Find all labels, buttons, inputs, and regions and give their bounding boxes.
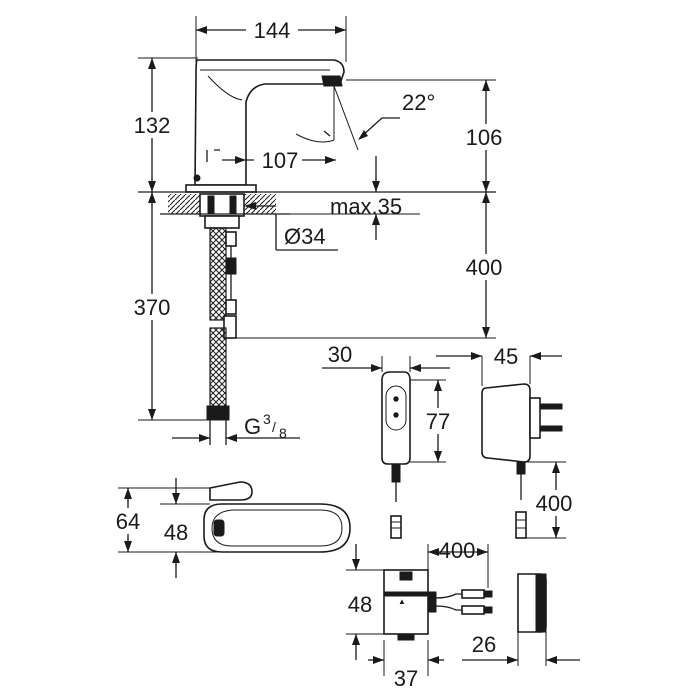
control-box: ▲ 400 48 37 [346, 538, 493, 691]
sensor-dot [193, 174, 201, 182]
dim-battery-30: 30 [328, 342, 352, 367]
battery-plug [391, 463, 401, 483]
cable-end [223, 315, 237, 339]
battery-socket [385, 385, 407, 431]
sensor-mark [206, 149, 220, 162]
hose-lower [209, 327, 227, 409]
battery-body [381, 371, 411, 465]
faucet-base [185, 184, 257, 193]
aerator [321, 75, 343, 87]
sensor-window [213, 519, 225, 537]
faucet-dimensions: 144 132 107 22° 106 max.35 [124, 16, 512, 442]
angle-arrow [358, 130, 368, 140]
dim-box-48: 48 [348, 592, 372, 617]
faucet-body [194, 59, 345, 186]
counter-top [138, 191, 496, 229]
dim-top-64: 64 [116, 509, 140, 534]
connector-b [461, 605, 485, 615]
svg-text:/: / [272, 419, 276, 435]
adapter-prong-bottom [539, 425, 563, 432]
top-view: 64 48 [110, 478, 351, 578]
dim-max35: max.35 [330, 194, 402, 219]
dim-107: 107 [262, 148, 299, 173]
dim-angle: 22° [402, 90, 435, 115]
dim-battery-77: 77 [426, 409, 450, 434]
adapter-prong-top [539, 403, 563, 410]
dim-adapter-45: 45 [494, 344, 518, 369]
dim-106: 106 [466, 125, 503, 150]
dim-box-400: 400 [439, 538, 476, 563]
mounting-shank [199, 193, 245, 217]
dim-132: 132 [134, 113, 171, 138]
cable-connector [225, 257, 237, 275]
spray-line [333, 85, 359, 151]
dim-hose-400: 400 [466, 255, 503, 280]
adapter-connector [515, 511, 527, 539]
battery-pack: 30 77 [322, 342, 460, 539]
hoses [206, 227, 237, 445]
dim-thread-num: 3 [263, 411, 271, 427]
adapter-plug-base [529, 397, 541, 439]
adapter-body [481, 383, 531, 463]
cover: 26 [462, 573, 580, 666]
dim-box-37: 37 [394, 666, 418, 691]
angle-leader [361, 117, 400, 137]
dim-diameter: Ø34 [284, 224, 326, 249]
brand-logo: ▲ [398, 597, 406, 606]
dim-cover-26: 26 [472, 632, 496, 657]
cable-plug-upper [225, 231, 237, 247]
angle-arc-left [295, 133, 335, 143]
hose-nut [206, 405, 230, 421]
hose-upper [209, 227, 227, 321]
cable-plug-lower [225, 299, 237, 315]
control-box-top-port [399, 571, 413, 581]
dim-144-label: 144 [254, 18, 291, 43]
power-adapter: 45 400 [436, 344, 582, 539]
dim-top-48: 48 [164, 520, 188, 545]
mounting-nut [204, 215, 240, 229]
dim-thread: G [244, 414, 261, 439]
dim-370: 370 [134, 295, 171, 320]
top-view-body [203, 503, 351, 553]
dim-adapter-400: 400 [536, 491, 573, 516]
dim-thread-den: 8 [279, 425, 287, 441]
spout-curve [207, 75, 243, 101]
control-box-body [383, 569, 429, 635]
battery-connector [390, 515, 402, 539]
top-view-lever [209, 481, 253, 501]
connector-a [461, 589, 485, 599]
